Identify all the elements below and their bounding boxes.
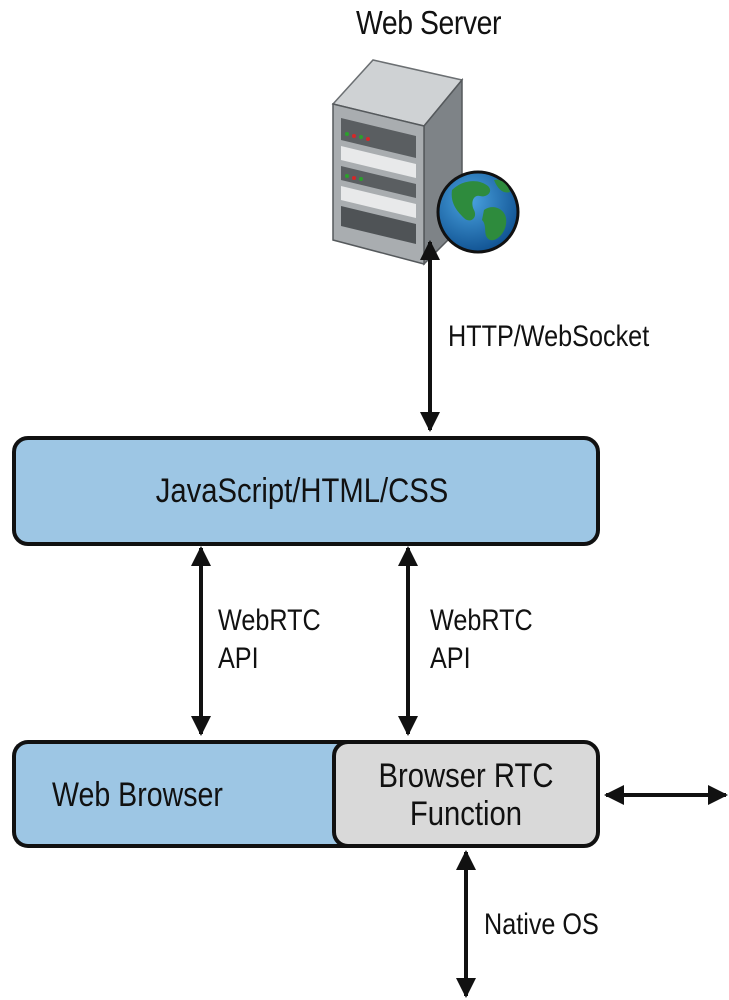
webrtc-api-left-label-line2: API bbox=[218, 642, 259, 675]
app-layer-label: JavaScript/HTML/CSS bbox=[155, 472, 449, 510]
webrtc-api-right-label-line2: API bbox=[430, 642, 471, 675]
browser-rtc-box: Browser RTC Function bbox=[332, 740, 600, 848]
browser-rtc-label-line2: Function bbox=[409, 795, 523, 833]
globe-icon bbox=[436, 170, 520, 254]
web-server-label: Web Server bbox=[356, 4, 502, 41]
server-tower-icon bbox=[331, 59, 464, 266]
web-browser-label: Web Browser bbox=[52, 776, 223, 814]
app-layer-box: JavaScript/HTML/CSS bbox=[12, 436, 600, 546]
http-websocket-label: HTTP/WebSocket bbox=[448, 320, 650, 353]
native-os-label: Native OS bbox=[484, 908, 599, 941]
webrtc-api-left-label-line1: WebRTC bbox=[218, 604, 321, 637]
web-browser-box: Web Browser bbox=[12, 740, 352, 848]
browser-rtc-label-line1: Browser RTC bbox=[378, 757, 554, 795]
webrtc-api-right-label-line1: WebRTC bbox=[430, 604, 533, 637]
